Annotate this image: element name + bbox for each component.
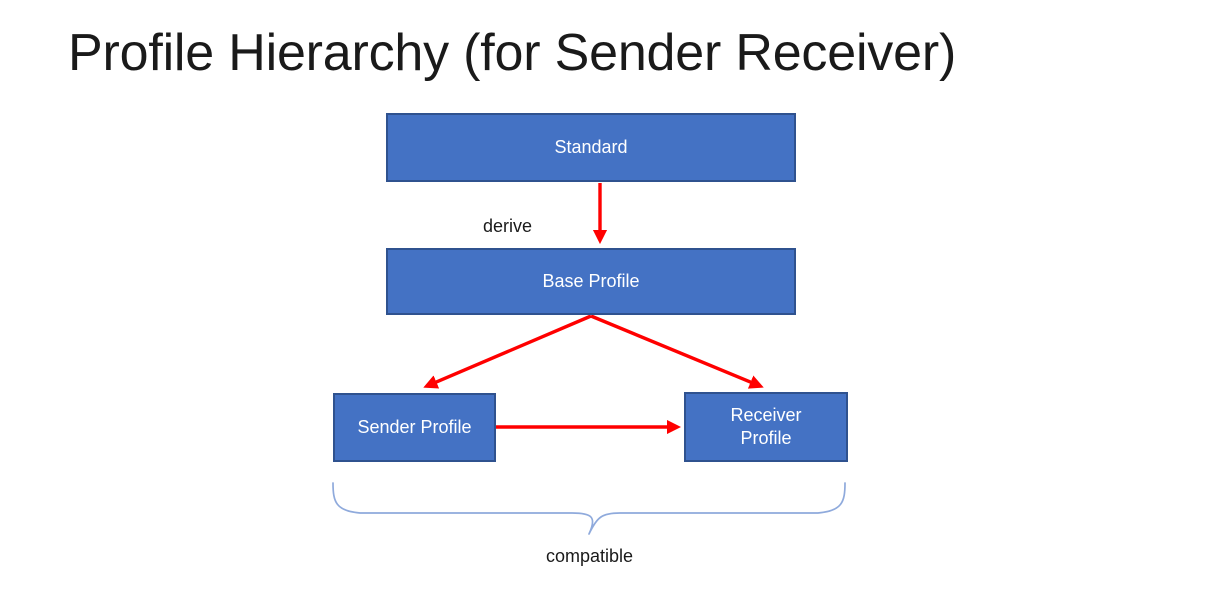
- node-standard-label: Standard: [554, 137, 628, 157]
- node-sender-profile[interactable]: Sender Profile: [333, 393, 496, 462]
- node-standard[interactable]: Standard: [386, 113, 796, 182]
- page-title: Profile Hierarchy (for Sender Receiver): [68, 24, 957, 82]
- compatible-brace-icon: [332, 482, 846, 535]
- edge-label-derive: derive: [483, 216, 533, 236]
- node-base-profile[interactable]: Base Profile: [386, 248, 796, 315]
- annotation-label-compatible: compatible: [546, 546, 634, 566]
- node-receiver-profile[interactable]: Receiver Profile: [684, 392, 848, 462]
- node-base-profile-label: Base Profile: [542, 271, 640, 291]
- node-receiver-profile-label: Receiver Profile: [730, 405, 802, 448]
- arrow-base-to-receiver: [590, 314, 764, 389]
- arrow-base-to-sender: [423, 314, 592, 389]
- node-sender-profile-label: Sender Profile: [357, 417, 472, 437]
